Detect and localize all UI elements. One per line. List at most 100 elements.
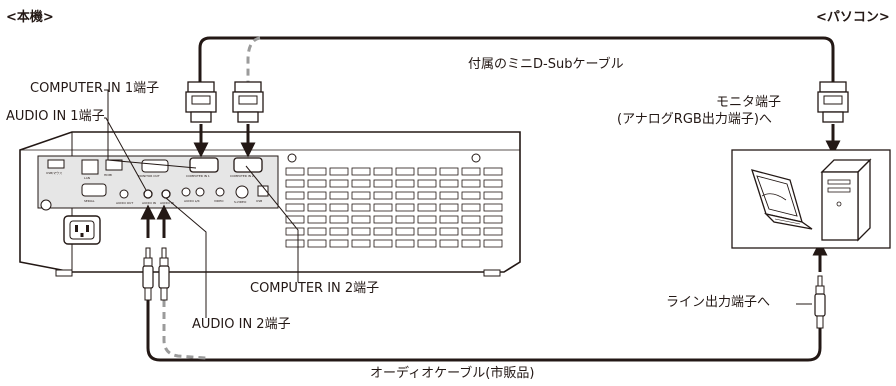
vent-slot — [307, 215, 327, 224]
vent-slot — [439, 239, 459, 248]
vent-slot — [329, 203, 349, 212]
vent-slot — [351, 239, 371, 248]
label-audio-cable: オーディオケーブル(市販品) — [370, 366, 535, 381]
vent-slot — [351, 167, 371, 176]
dsub-plug-2 — [232, 81, 264, 123]
video-jack — [215, 187, 225, 197]
vent-slot — [395, 215, 415, 224]
monitor-out-port — [141, 159, 169, 173]
vent-slot — [483, 203, 503, 212]
vent-slot — [285, 179, 305, 188]
audio-plug-2 — [158, 247, 170, 301]
vent-slot — [329, 191, 349, 200]
vent-slot — [373, 167, 393, 176]
svg-text:COMPUTER IN 1: COMPUTER IN 1 — [186, 174, 210, 178]
vent-slot — [373, 191, 393, 200]
vent-slot — [285, 227, 305, 236]
dsub-cable-dashed-line — [246, 36, 261, 82]
vent-slot — [307, 239, 327, 248]
vent-slot — [417, 215, 437, 224]
vent-slot — [395, 167, 415, 176]
vent-slot — [395, 203, 415, 212]
connector-panel: USB/マウス LAN HDMI SERIAL MONITOR OUT COMP… — [37, 155, 279, 209]
s-video-jack — [235, 185, 249, 199]
vent-slot — [373, 227, 393, 236]
audio-in-1-jack — [143, 189, 153, 199]
audio-in-2-jack — [161, 189, 171, 199]
vent-slot — [351, 191, 371, 200]
vent-slot — [461, 191, 481, 200]
vent-slot — [439, 203, 459, 212]
vent-slot — [439, 215, 459, 224]
vent-slot — [395, 239, 415, 248]
vent-slot — [461, 215, 481, 224]
audio-cable-line — [146, 300, 822, 362]
vent-slot — [417, 239, 437, 248]
svg-text:HDMI: HDMI — [104, 173, 112, 177]
svg-text:MONITOR OUT: MONITOR OUT — [138, 174, 160, 178]
svg-text:COMPUTER IN 2: COMPUTER IN 2 — [230, 174, 254, 178]
vent-slot — [373, 239, 393, 248]
audio-plug-1 — [142, 247, 154, 301]
label-monitor-terminal: モニタ端子 — [716, 95, 782, 110]
svg-text:USB: USB — [256, 199, 262, 203]
lan-port — [81, 159, 99, 175]
ac-inlet — [63, 215, 101, 245]
svg-text:USB/マウス: USB/マウス — [46, 170, 62, 175]
audio-plug-pc — [814, 275, 826, 329]
vent-slot — [417, 203, 437, 212]
vent-slot — [307, 179, 327, 188]
label-dsub-cable: 付属のミニD-Subケーブル — [468, 57, 624, 72]
svg-text:LAN: LAN — [84, 176, 90, 180]
vent-slot — [329, 167, 349, 176]
projector-header: <本機> — [6, 10, 54, 25]
vent-slot — [285, 191, 305, 200]
vent-slot — [307, 191, 327, 200]
vent-slot — [285, 167, 305, 176]
vent-slot — [483, 179, 503, 188]
vent-slot — [285, 215, 305, 224]
vent-slot — [373, 179, 393, 188]
vent-slot — [439, 179, 459, 188]
vent-slot — [439, 167, 459, 176]
vent-slot — [395, 179, 415, 188]
svg-text:AUDIO IN: AUDIO IN — [160, 201, 174, 205]
dsub-plug-pc — [817, 81, 849, 123]
audio-out-jack — [119, 189, 129, 199]
screw-icon — [471, 153, 481, 163]
leader-audio-in-2 — [165, 197, 207, 318]
vent-slot — [351, 227, 371, 236]
vent-slot — [307, 167, 327, 176]
vent-slot — [439, 227, 459, 236]
usb-b-port — [257, 185, 269, 197]
vent-slot — [461, 179, 481, 188]
svg-text:VIDEO: VIDEO — [214, 199, 224, 203]
hdmi-port — [105, 159, 123, 171]
pc-header: <パソコン> — [816, 10, 890, 25]
vent-slot — [285, 203, 305, 212]
vent-slot — [417, 167, 437, 176]
vent-grille — [285, 167, 503, 248]
label-line-out: ライン出力端子へ — [666, 295, 771, 310]
vent-slot — [483, 239, 503, 248]
vent-slot — [351, 179, 371, 188]
vent-slot — [285, 239, 305, 248]
vent-slot — [483, 227, 503, 236]
screw-icon — [287, 153, 297, 163]
computer-in-1-port — [189, 157, 219, 173]
vent-slot — [373, 203, 393, 212]
vent-slot — [461, 167, 481, 176]
vent-slot — [373, 215, 393, 224]
vent-slot — [329, 227, 349, 236]
laptop-icon — [751, 169, 813, 230]
label-monitor-terminal-sub: (アナログRGB出力端子)へ — [617, 112, 772, 127]
svg-text:AUDIO IN: AUDIO IN — [142, 201, 156, 205]
label-computer-in-2: COMPUTER IN 2端子 — [250, 281, 380, 296]
dsub-plug-1 — [185, 81, 217, 123]
vent-slot — [395, 227, 415, 236]
desktop-tower-icon — [820, 158, 872, 242]
vent-slot — [461, 203, 481, 212]
vent-slot — [329, 239, 349, 248]
vent-slot — [307, 227, 327, 236]
